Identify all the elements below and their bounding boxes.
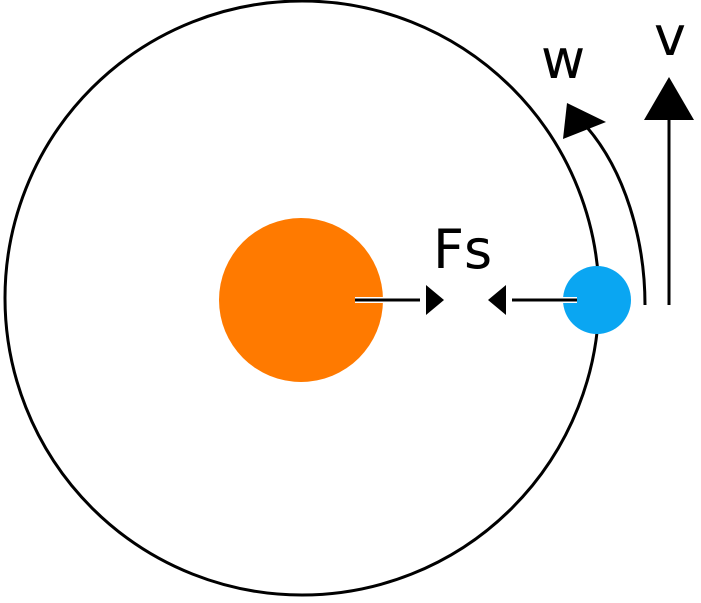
orbiting-body — [563, 266, 631, 334]
velocity-label: v — [654, 5, 686, 68]
angular-velocity-label: w — [541, 28, 585, 91]
force-arrow-from-central-body — [355, 285, 444, 315]
force-label: Fs — [433, 218, 492, 281]
velocity-arrow — [644, 77, 694, 305]
angular-velocity-arrow — [563, 103, 647, 306]
central-body — [219, 218, 383, 382]
force-arrow-from-orbiting-body — [488, 285, 577, 315]
